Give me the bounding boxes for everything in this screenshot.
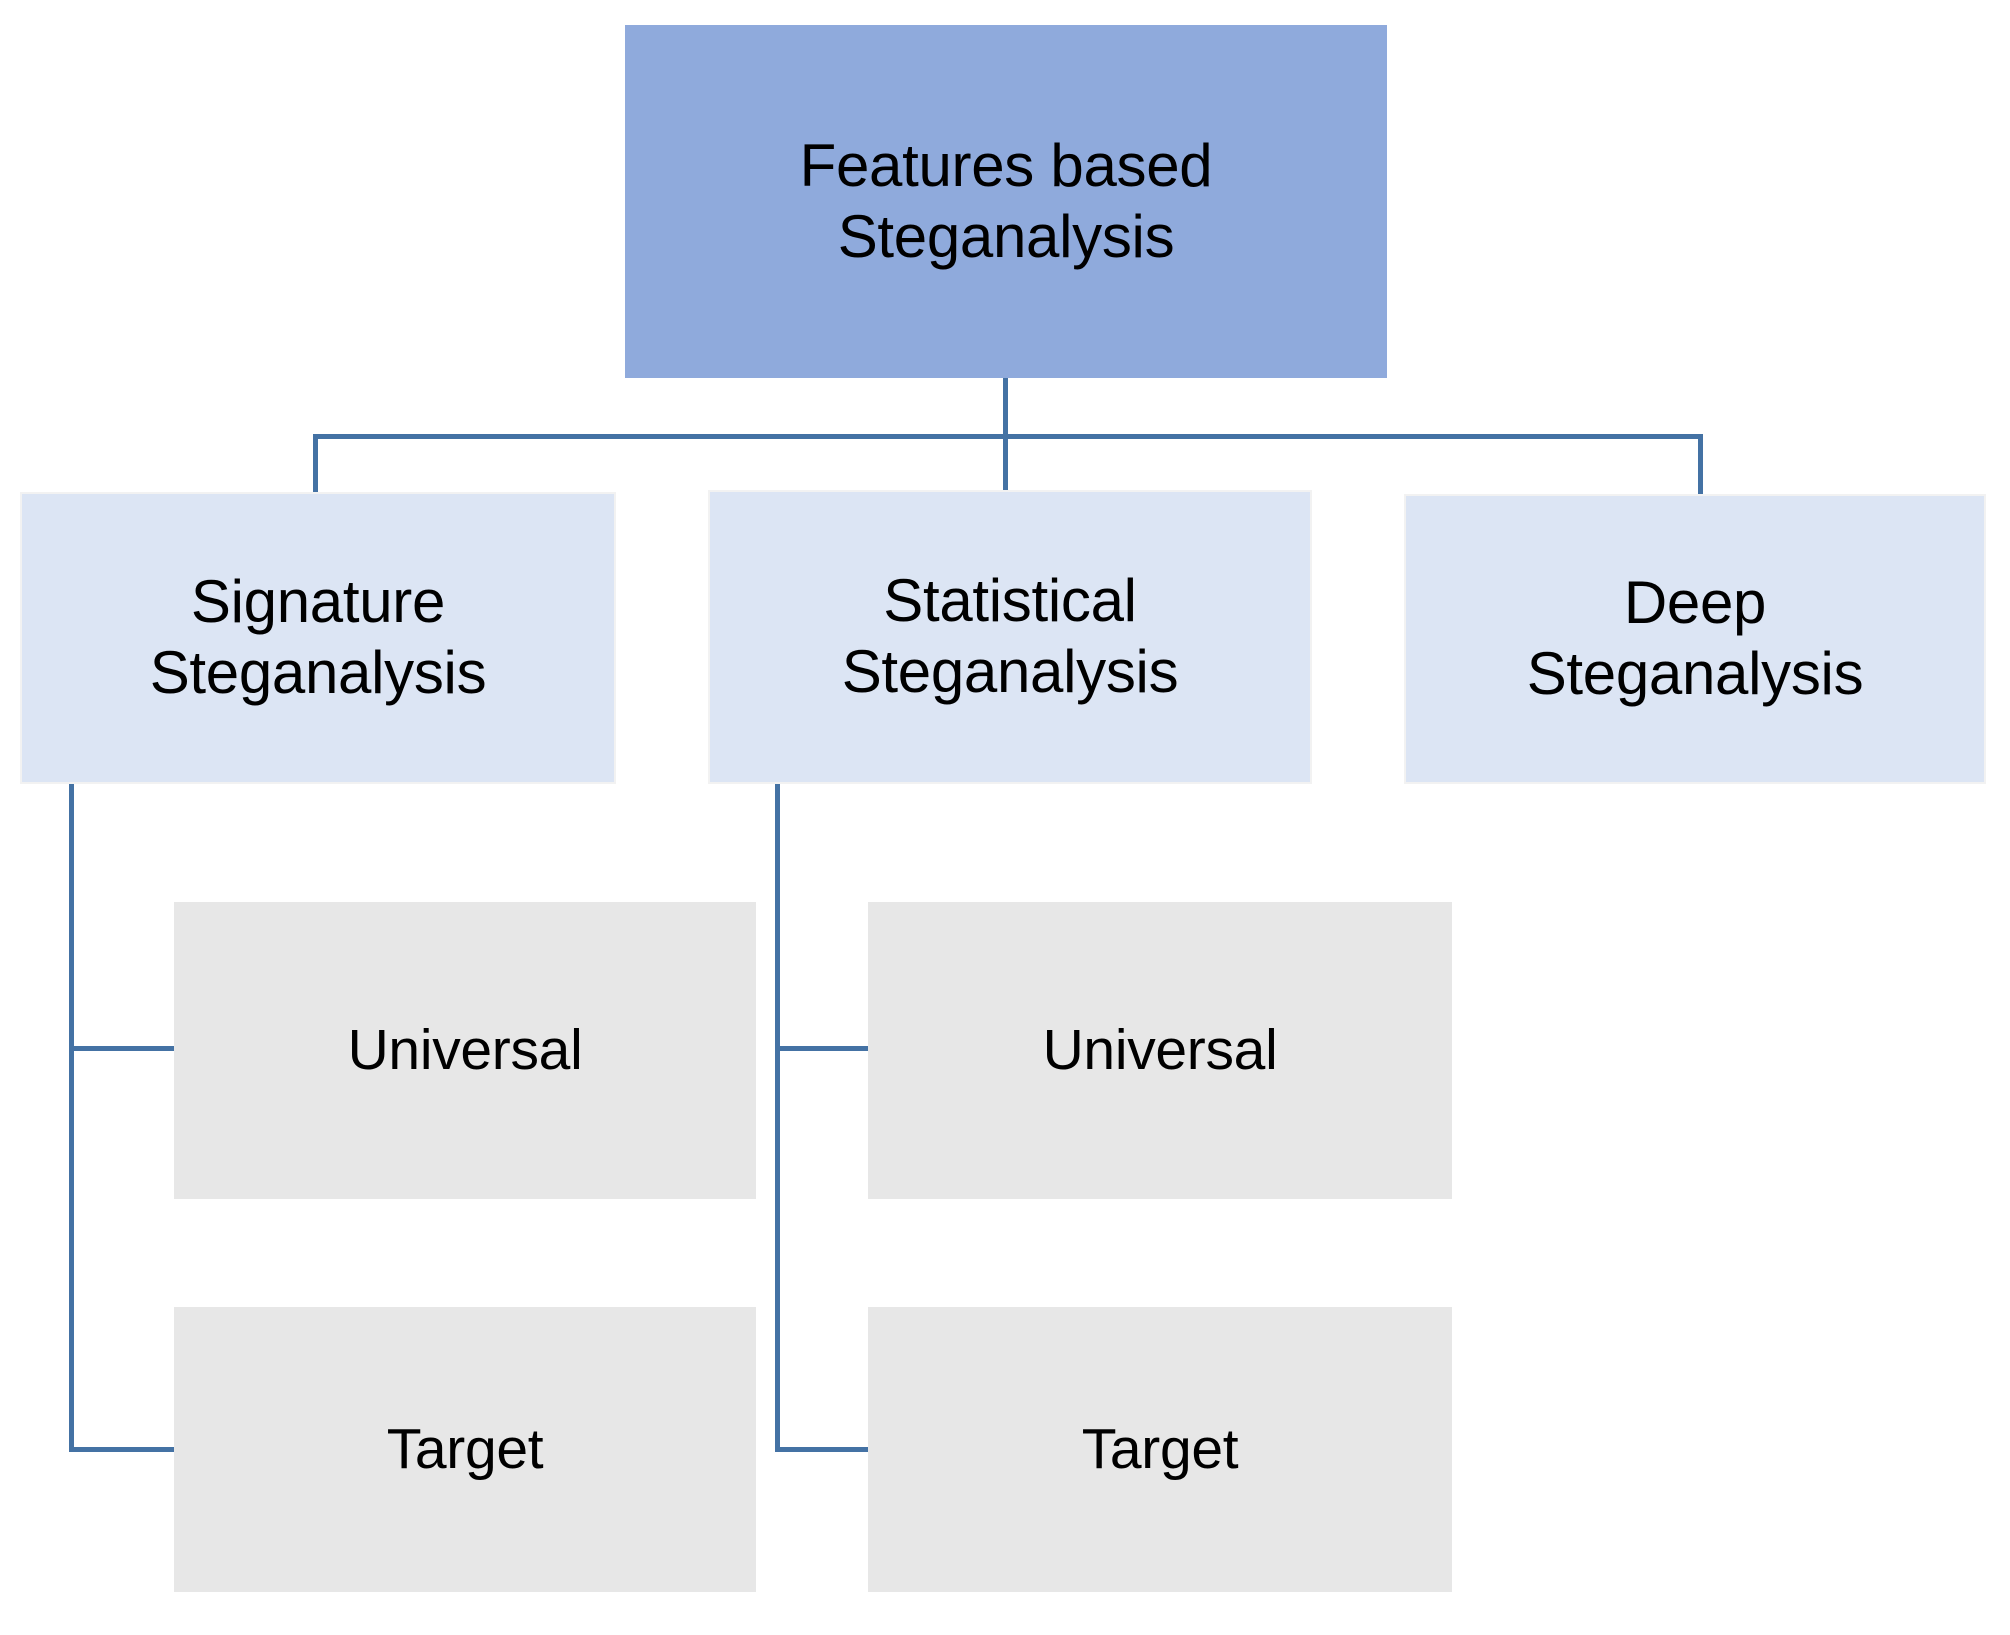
connector-root-drop [1003, 378, 1008, 438]
node-statistical-universal[interactable]: Universal [868, 902, 1452, 1199]
node-features-based-steganalysis[interactable]: Features based Steganalysis [625, 25, 1387, 378]
connector-statistical-spine [775, 784, 780, 1452]
node-statistical-target[interactable]: Target [868, 1307, 1452, 1592]
node-label: Features based Steganalysis [799, 131, 1213, 270]
node-label: Target [386, 1416, 544, 1481]
node-label: Universal [1042, 1017, 1278, 1082]
connector-signature-to-universal [69, 1046, 176, 1051]
node-deep-steganalysis[interactable]: Deep Steganalysis [1404, 494, 1986, 784]
connector-statistical-to-universal [775, 1046, 870, 1051]
node-label: Universal [347, 1017, 583, 1082]
connector-signature-spine [69, 784, 74, 1452]
connector-bus-to-statistical [1003, 434, 1008, 492]
connector-bus-to-signature [313, 434, 318, 496]
node-label: Deep Steganalysis [1526, 569, 1864, 707]
node-label: Statistical Steganalysis [841, 567, 1179, 705]
node-signature-steganalysis[interactable]: Signature Steganalysis [20, 492, 616, 784]
node-signature-target[interactable]: Target [174, 1307, 756, 1592]
connector-bus-to-deep [1698, 434, 1703, 496]
node-statistical-steganalysis[interactable]: Statistical Steganalysis [708, 490, 1312, 784]
connector-horizontal-bus [313, 434, 1703, 439]
node-label: Target [1081, 1416, 1239, 1481]
node-signature-universal[interactable]: Universal [174, 902, 756, 1199]
connector-statistical-to-target [775, 1447, 870, 1452]
node-label: Signature Steganalysis [149, 568, 487, 706]
connector-signature-to-target [69, 1447, 176, 1452]
